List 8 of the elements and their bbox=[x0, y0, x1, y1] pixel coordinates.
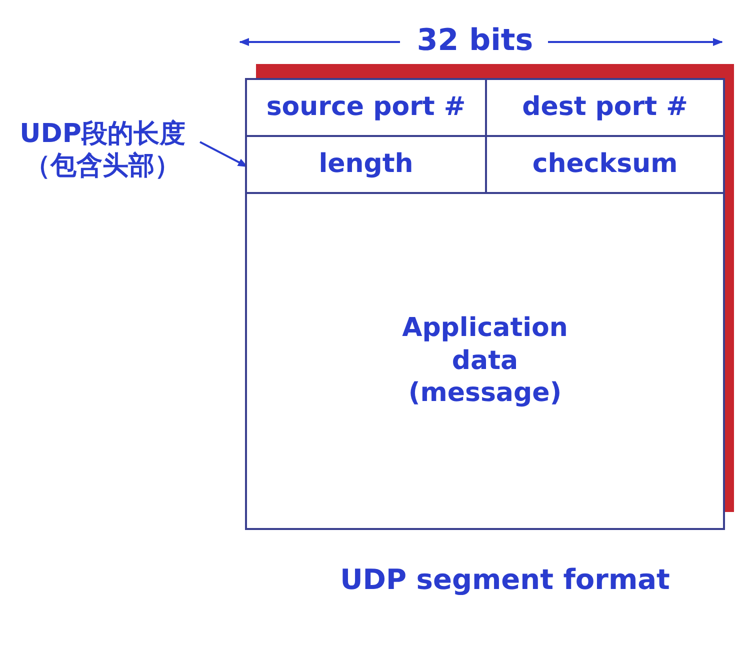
caption: UDP segment format bbox=[339, 562, 671, 597]
field-cell: dest port # bbox=[485, 78, 725, 137]
field-cell: checksum bbox=[485, 135, 725, 194]
field-cell: length bbox=[245, 135, 487, 194]
field-cell: source port # bbox=[245, 78, 487, 137]
annotation-text: UDP段的长度（包含头部） bbox=[18, 118, 186, 182]
data-cell: Application data (message) bbox=[245, 192, 725, 530]
dimension-label: 32 bits bbox=[416, 22, 534, 60]
